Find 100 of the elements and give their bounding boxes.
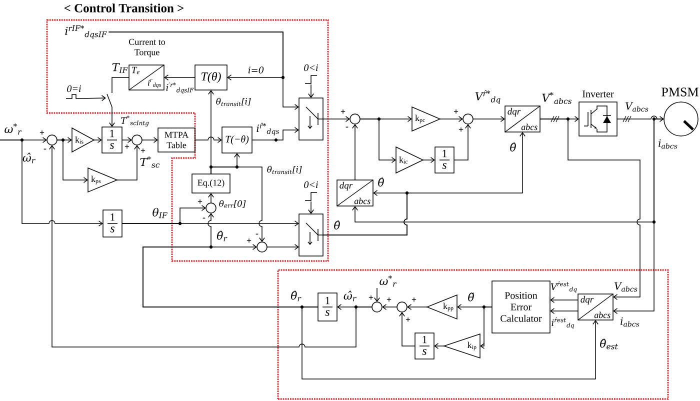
signal-label: θ̂ [378, 178, 384, 186]
signal-label: θ$_{transit}$[i] [216, 98, 251, 106]
signal-label: θ̂ [334, 220, 340, 230]
sign-label: + [386, 297, 392, 302]
block-heading: PMSM [662, 88, 698, 96]
summing-junction [206, 202, 216, 214]
signal-label: ω̂$_{r}$ [344, 290, 356, 302]
summing-junction [350, 114, 360, 124]
arrow [374, 288, 380, 302]
arrow [308, 84, 314, 98]
signal-label: V$_{abcs}$ [626, 102, 648, 112]
sign-label: + [124, 144, 130, 149]
summing-junction [256, 242, 268, 252]
sign-label: - [44, 148, 46, 150]
sign-label: + [340, 109, 346, 114]
block-heading: Inverter [582, 90, 614, 98]
connector-line [112, 77, 130, 94]
switch-block [298, 214, 324, 256]
arrow [322, 116, 350, 122]
switch-symbol [106, 94, 112, 108]
switch-block [298, 98, 324, 140]
signal-label: V$_{abcs}$ [614, 282, 638, 292]
arrow [208, 193, 214, 204]
arrow [322, 132, 526, 236]
arrow [352, 124, 358, 180]
signal-label: θ̃ [468, 292, 474, 302]
arrow [82, 95, 106, 102]
arrow [164, 74, 196, 80]
transform-block: dqr abcs [336, 180, 374, 206]
sign-label: + [406, 317, 410, 322]
summing-junction [46, 134, 58, 146]
integrator-block: 1 s [434, 146, 454, 174]
signal-label: θ̂$_{r}$ [291, 290, 302, 302]
signal-label: θ$_{err}$[0] [219, 200, 246, 208]
arrow [122, 220, 299, 226]
arrow [422, 157, 436, 163]
region-title: < Control Transition > [64, 4, 184, 12]
arrow [266, 244, 299, 250]
arrow [434, 343, 444, 349]
signal-label: i$_{abcs}$ [620, 317, 640, 327]
condition-label: 0<i [304, 181, 318, 188]
block-heading: Current to Torque [129, 38, 166, 58]
arrow [94, 137, 102, 143]
arrow [382, 304, 398, 310]
signal-label: T$_{IF}$ [112, 63, 128, 73]
arrow [472, 116, 506, 122]
function-block: T(−θ) [222, 126, 252, 154]
summing-junction [372, 302, 382, 312]
sign-label: + [198, 199, 202, 204]
integrator-block: 1 s [102, 210, 122, 238]
condition-label: 0<i [304, 64, 318, 72]
signal-label: i=0 [248, 66, 264, 74]
arrow [407, 304, 428, 310]
signal-label: θ̂$_{r}$ [217, 230, 228, 242]
arrow [116, 145, 140, 180]
arrow [194, 136, 222, 143]
function-block: T(θ) [194, 64, 228, 90]
arrow [210, 166, 265, 242]
arrow [142, 137, 158, 143]
sign-label: + [40, 130, 44, 135]
arrow [308, 201, 314, 214]
sign-label: + [368, 295, 374, 300]
summing-junction [132, 134, 142, 146]
summing-junction [396, 302, 408, 312]
function-block: Position Error Calculator [492, 280, 550, 334]
integrator-block: 1 s [414, 332, 434, 360]
arrow [440, 116, 463, 122]
transform-block: dqr abcs [578, 294, 614, 320]
arrow [122, 137, 132, 143]
signal-label: θ$_{IF}$ [152, 208, 168, 218]
arrow [540, 118, 640, 300]
sign-label: + [140, 148, 146, 153]
arrow [56, 140, 88, 183]
arrow [454, 124, 471, 160]
arrow [616, 116, 664, 122]
arrow [360, 118, 396, 163]
sign-label: + [412, 297, 416, 302]
arrow [550, 297, 578, 303]
arrow [252, 127, 299, 140]
arrow [352, 118, 664, 222]
signal-label: θ$_{transit}$[i] [267, 166, 302, 174]
arrow [550, 308, 578, 314]
sign-label: - [346, 126, 348, 128]
signal-label: i$_{abcs}$ [658, 139, 678, 149]
function-block: Eq.(12) [192, 174, 230, 194]
sign-label: + [454, 109, 458, 114]
arrow [49, 145, 372, 348]
arrow [0, 140, 103, 226]
signal-label: ω̂$_{r}$ [22, 152, 36, 164]
function-block: MTPA Table [158, 128, 196, 152]
signal-label: θ̂$_{est}$ [600, 338, 618, 350]
arrow [109, 106, 115, 127]
signal-label: θ̂ [510, 142, 516, 152]
sign-label: + [246, 238, 252, 243]
arrow [480, 306, 492, 349]
dashed-region [277, 269, 669, 400]
condition-label: 0=i [67, 85, 81, 92]
transform-block: dqr abcs [504, 106, 540, 132]
arrow [399, 312, 416, 346]
arrow [302, 306, 598, 380]
